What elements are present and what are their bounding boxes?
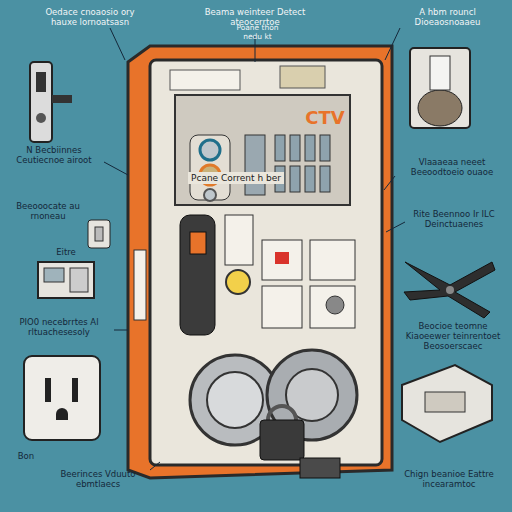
leader-lines [104, 28, 405, 470]
panel-box: Pcane Corrent h ber [150, 60, 382, 465]
lock-icon [30, 62, 72, 142]
part-label: Rite Beennoo Ir ILC Deinctuaenes [402, 210, 506, 230]
callout-text: CTV [300, 108, 350, 129]
pliers-icon [404, 262, 495, 318]
part-label: Beerinces Vduuto ebmtlaecs [48, 470, 148, 490]
part-label: Chign beanioe Eattre incearamtoc [392, 470, 506, 490]
fuse-icon [402, 365, 492, 442]
outlet-icon [24, 356, 100, 440]
part-label: Beeooocate au rnoneau [8, 202, 88, 222]
panel-illustration [128, 46, 392, 478]
part-label: PIO0 necebrrtes Al rltuachesesoly [4, 318, 114, 338]
part-label: Vlaaaeaa neeet Beeoodtoeio ouaoe [398, 158, 506, 178]
part-label: N Becbiinnes Ceutiecnoe airoot [4, 146, 104, 166]
panel-title: Pcane Corrent h ber [188, 172, 284, 184]
wall-plate-icon [88, 220, 110, 248]
switch-icon [410, 48, 470, 128]
part-label: Oedace cnoaosio ory hauxe lornoatsasn [40, 8, 140, 28]
meter-icon [38, 262, 94, 298]
part-label: Eitre [46, 248, 86, 258]
part-label: Beocioe teomne Kiaoeewer teinrentoet Beo… [398, 322, 508, 351]
callout-text: Bon [6, 452, 46, 462]
part-label: Poane thon nedu kt [230, 24, 285, 41]
part-label: A hbm rouncl Dioeaosnoaaeu [395, 8, 500, 28]
